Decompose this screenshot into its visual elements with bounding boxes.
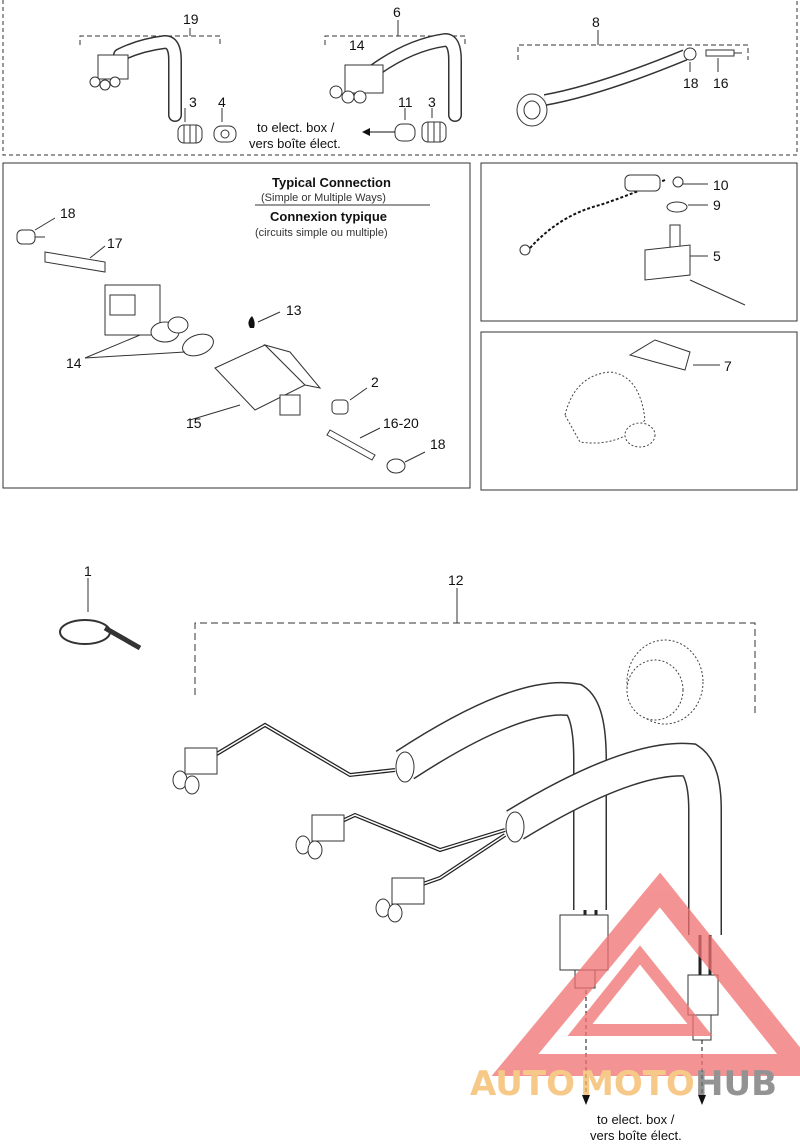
callout-19: 19	[183, 11, 199, 27]
typical-sub-fr: (circuits simple ou multiple)	[255, 227, 388, 239]
terminal-10-icon	[672, 176, 684, 188]
callout-3-right: 3	[428, 94, 436, 110]
callout-7: 7	[724, 358, 732, 374]
logo-auto: AUTO	[470, 1064, 575, 1104]
callout-9: 9	[713, 197, 721, 213]
callout-16-20: 16-20	[383, 415, 419, 431]
connector-14-plug-icon	[104, 284, 189, 343]
coiled-wire-icon	[519, 174, 666, 256]
top-section	[2, 0, 798, 156]
automotohub-logo: AUTO MOTO HUB	[470, 872, 800, 1104]
part-group-19	[79, 28, 237, 144]
clip-7-icon	[628, 339, 691, 371]
seal-18-icon	[683, 47, 697, 61]
terminal-16-20-icon	[326, 429, 376, 461]
callout-12: 12	[448, 572, 464, 588]
callout-5: 5	[713, 248, 721, 264]
washer-9-icon	[666, 201, 688, 213]
callout-13: 13	[286, 302, 302, 318]
callout-18-top: 18	[683, 75, 699, 91]
connector-14-icon	[329, 64, 384, 104]
callout-2: 2	[371, 374, 379, 390]
logo-moto: MOTO	[580, 1064, 695, 1104]
to-elect-box-bottom-fr: vers boîte élect.	[590, 1128, 682, 1143]
callout-17: 17	[107, 235, 123, 251]
grommet-3b-icon	[421, 121, 447, 143]
callout-4: 4	[218, 94, 226, 110]
callout-6: 6	[393, 4, 401, 20]
callout-18-typ-top: 18	[60, 205, 76, 221]
connector-15-housing-icon	[214, 344, 322, 416]
sensor-8-icon	[516, 93, 548, 127]
sensor-panel	[480, 162, 798, 322]
callout-15: 15	[186, 415, 202, 431]
terminal-16-icon	[705, 49, 742, 57]
callout-1: 1	[84, 563, 92, 579]
plug-2-icon	[331, 399, 349, 415]
callout-14-typ: 14	[66, 355, 82, 371]
callout-11: 11	[398, 94, 413, 110]
cover-7-icon	[564, 371, 656, 448]
part-group-6	[324, 20, 466, 143]
callout-3-left: 3	[189, 94, 197, 110]
typical-title-fr: Connexion typique	[270, 209, 387, 224]
seal-18-top-icon	[16, 229, 45, 245]
harness-connector-a-icon	[172, 747, 218, 795]
grommet-harness-icon	[626, 639, 704, 725]
callout-16-top: 16	[713, 75, 729, 91]
callout-8: 8	[592, 14, 600, 30]
typical-sub-en: (Simple or Multiple Ways)	[261, 192, 386, 204]
harness-12	[172, 588, 756, 1105]
seal-4-icon	[213, 125, 237, 143]
typical-title-en: Typical Connection	[272, 175, 391, 190]
grease-13-icon	[248, 316, 255, 328]
to-elect-box-top-en: to elect. box /	[257, 120, 335, 135]
part-group-8	[516, 30, 749, 127]
cover-panel	[480, 331, 798, 491]
to-elect-box-bottom-en: to elect. box /	[597, 1112, 675, 1127]
connector-19-icon	[89, 54, 129, 91]
callout-14-top: 14	[349, 37, 365, 53]
callout-18-typ-bottom: 18	[430, 436, 446, 452]
harness-connector-c-icon	[375, 877, 425, 923]
harness-connector-b-icon	[295, 814, 345, 860]
grommet-3-icon	[177, 124, 203, 144]
callout-10: 10	[713, 177, 729, 193]
typical-connection-panel	[2, 162, 471, 489]
to-elect-box-top-fr: vers boîte élect.	[249, 136, 341, 151]
seal-11-icon	[394, 123, 416, 142]
wedge-17-icon	[44, 251, 106, 273]
seal-18-bottom-icon	[386, 458, 406, 474]
cable-tie-1-icon	[59, 578, 142, 651]
switch-5-icon	[644, 224, 746, 306]
logo-hub: HUB	[695, 1064, 777, 1104]
seal-14-icon	[182, 333, 214, 357]
